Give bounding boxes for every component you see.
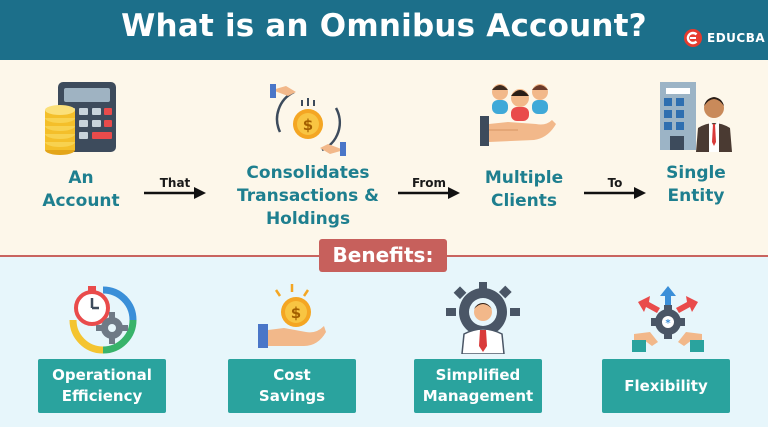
page-title: What is an Omnibus Account? bbox=[121, 8, 647, 44]
stopwatch-gear-icon bbox=[69, 286, 137, 354]
svg-text:$: $ bbox=[291, 304, 301, 322]
connector-label-from: From bbox=[411, 176, 447, 190]
step-line: Account bbox=[42, 191, 120, 211]
step-line: Clients bbox=[490, 191, 557, 211]
manager-gear-icon bbox=[446, 282, 520, 354]
step-line: Holdings bbox=[265, 209, 351, 229]
step-consolidates: Consolidates Transactions & Holdings bbox=[236, 162, 380, 231]
benefit-simplified-management: Simplified Management bbox=[414, 359, 542, 413]
benefit-operational-efficiency: Operational Efficiency bbox=[38, 359, 166, 413]
step-single-entity: Single Entity bbox=[648, 162, 744, 208]
benefit-line: Flexibility bbox=[624, 376, 708, 395]
svg-text:*: * bbox=[665, 318, 671, 329]
step-line: Single bbox=[666, 163, 726, 183]
benefit-line: Operational bbox=[52, 366, 152, 384]
educba-logo: EDUCBA bbox=[683, 28, 765, 48]
benefits-title: Benefits: bbox=[319, 239, 447, 272]
hand-money-cycle-icon: $ bbox=[270, 84, 346, 156]
hand-clients-icon bbox=[480, 84, 556, 146]
hand-coin-icon: $ bbox=[258, 284, 326, 348]
benefit-line: Savings bbox=[258, 387, 326, 405]
benefit-line: Cost bbox=[273, 366, 311, 384]
benefit-line: Efficiency bbox=[61, 387, 143, 405]
arrow-right-icon bbox=[144, 187, 206, 199]
step-line: Multiple bbox=[484, 168, 564, 188]
educba-logo-icon bbox=[684, 29, 702, 47]
step-line: Entity bbox=[667, 186, 725, 206]
office-businessman-icon bbox=[660, 82, 732, 152]
step-line: Transactions & bbox=[237, 186, 379, 206]
svg-text:$: $ bbox=[303, 116, 313, 134]
step-multiple-clients: Multiple Clients bbox=[474, 167, 574, 213]
step-line: Consolidates bbox=[246, 163, 370, 183]
benefit-cost-savings: Cost Savings bbox=[228, 359, 356, 413]
logo-text: EDUCBA bbox=[707, 31, 766, 45]
benefit-flexibility: Flexibility bbox=[602, 359, 730, 413]
benefit-line: Management bbox=[422, 387, 534, 405]
calculator-coins-icon bbox=[45, 82, 116, 155]
step-an-account: An Account bbox=[36, 167, 126, 213]
flow-panel bbox=[0, 60, 768, 256]
connector-label-that: That bbox=[159, 176, 191, 190]
benefit-line: Simplified bbox=[435, 366, 521, 384]
arrow-right-icon bbox=[398, 187, 460, 199]
header-bar bbox=[0, 0, 768, 60]
connector-label-to: To bbox=[607, 176, 623, 190]
hands-gear-arrows-icon: * bbox=[632, 286, 704, 352]
arrow-right-icon bbox=[584, 187, 646, 199]
step-line: An bbox=[68, 168, 94, 188]
